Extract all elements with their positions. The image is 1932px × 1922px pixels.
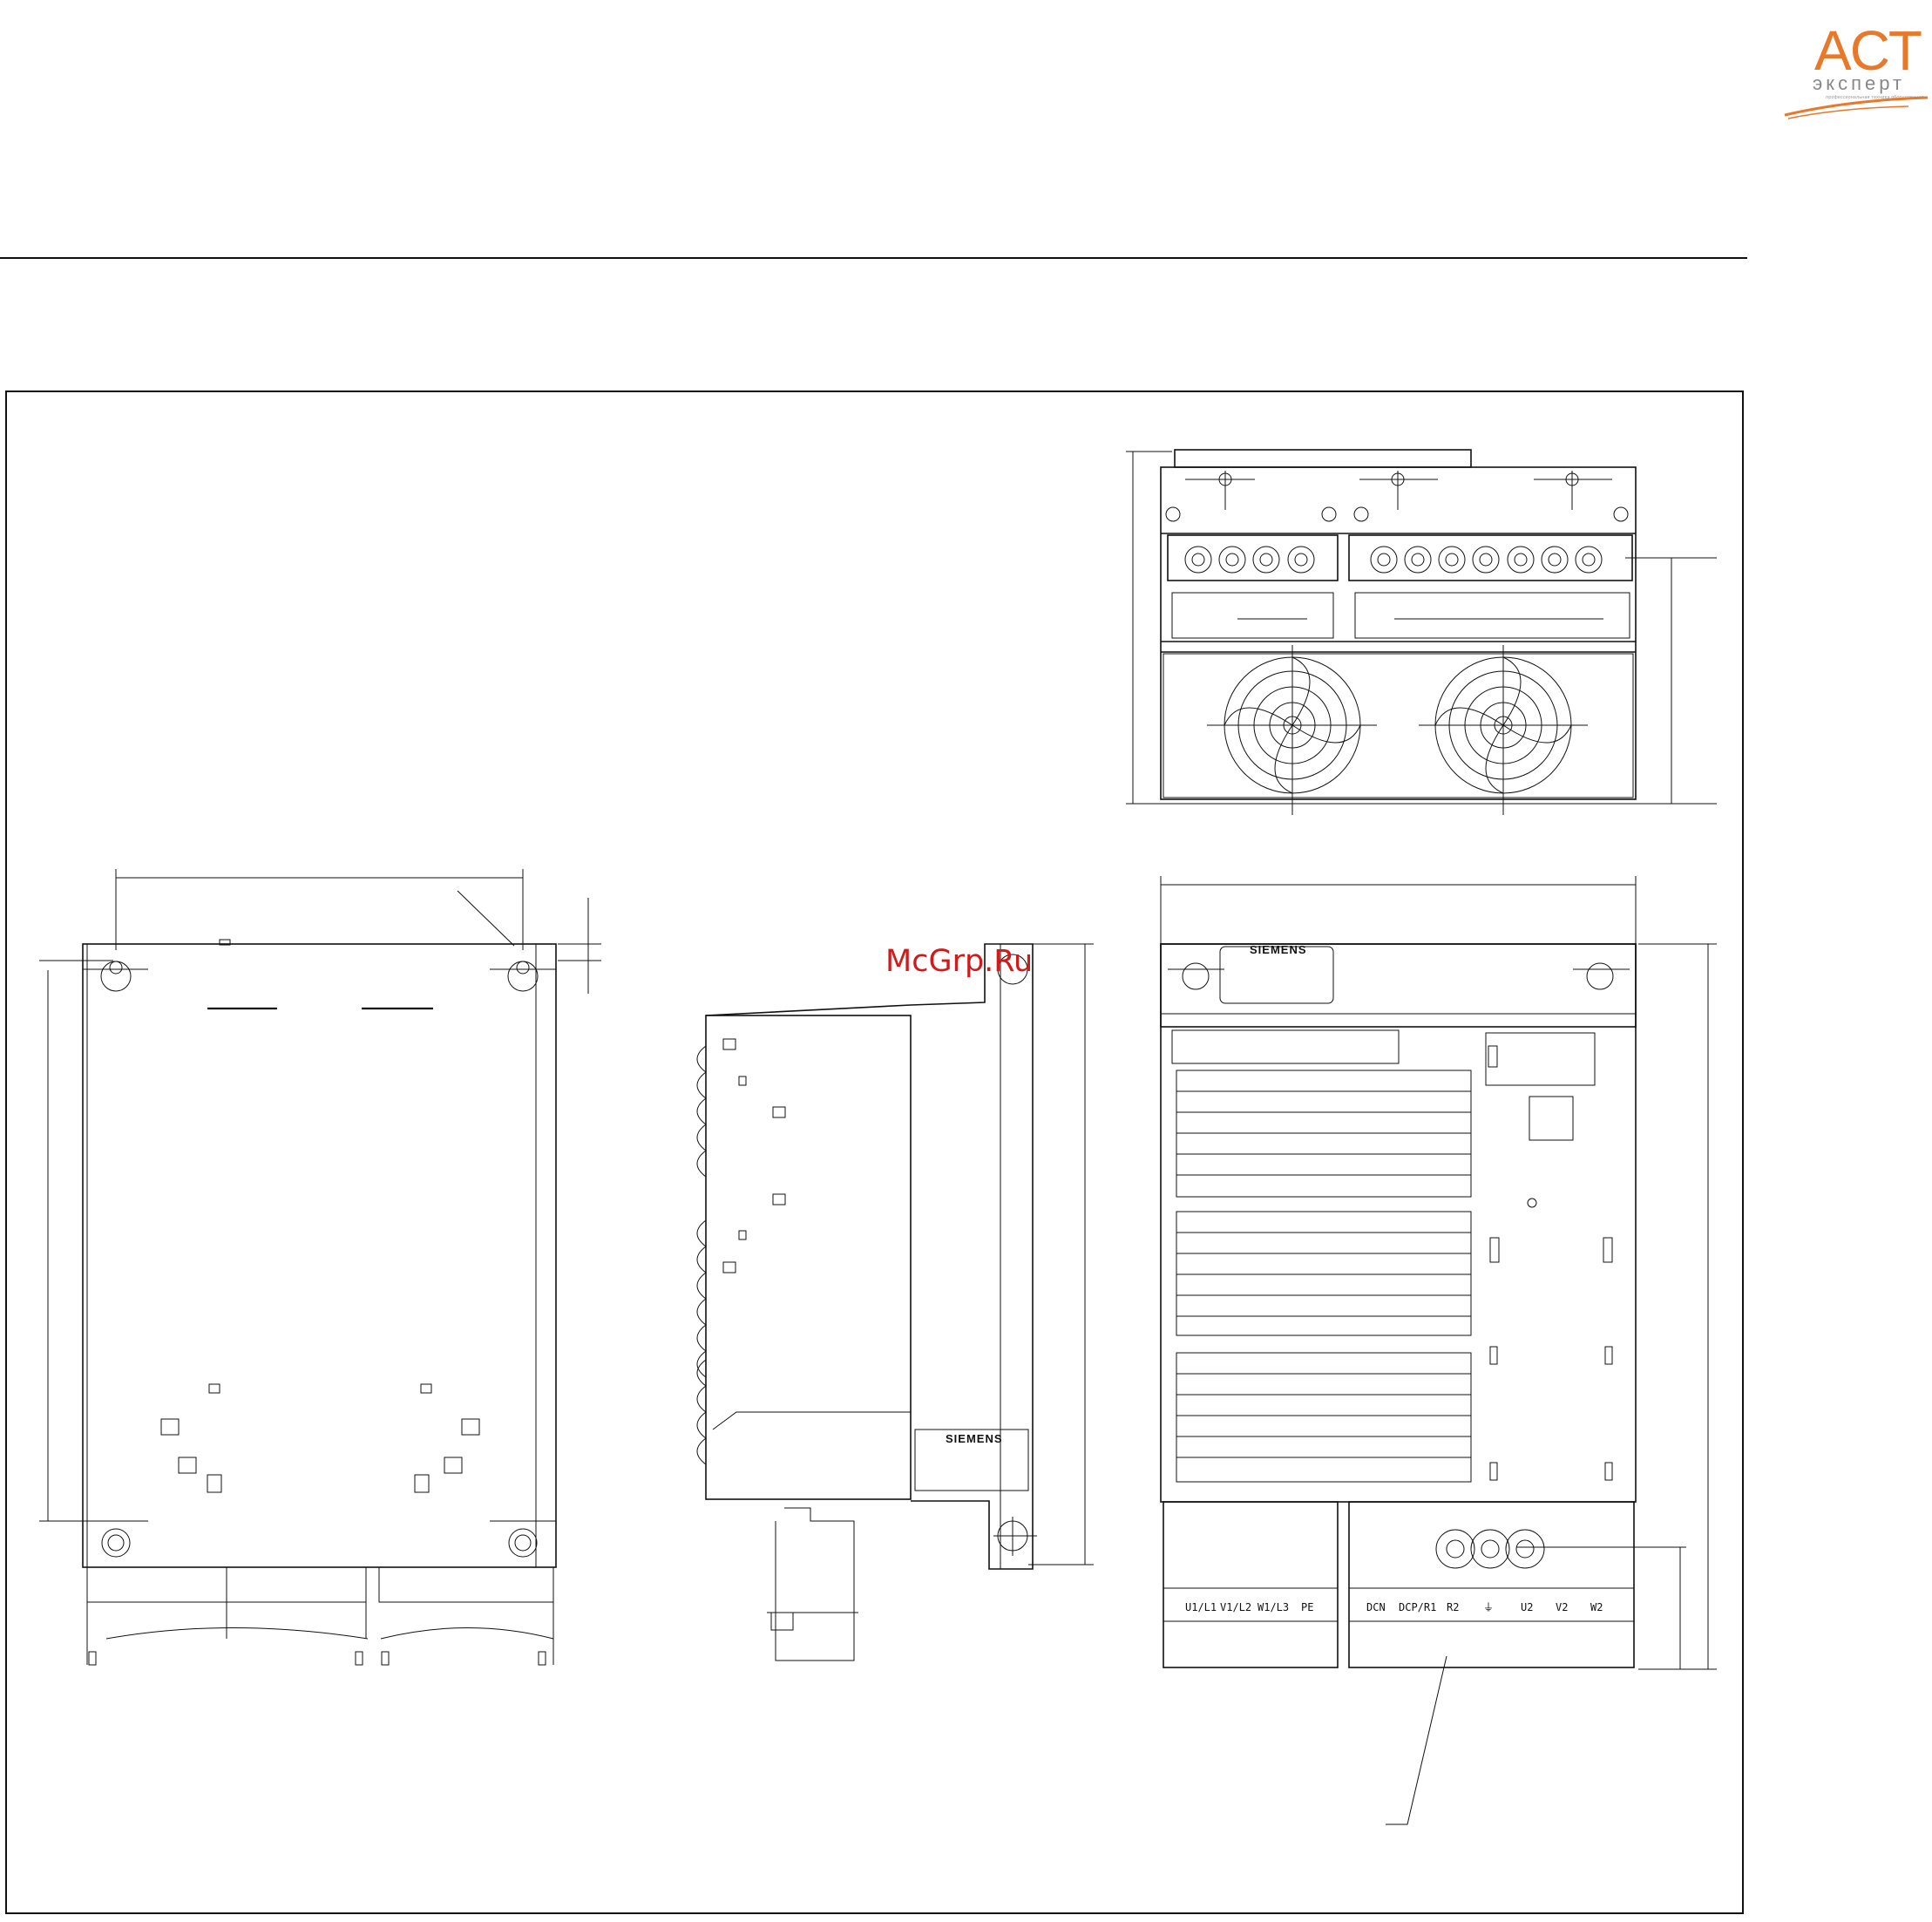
- terminal-label: U1/L1: [1185, 1601, 1217, 1613]
- terminal-label: DCN: [1366, 1601, 1386, 1613]
- terminal-label: W2: [1590, 1601, 1603, 1613]
- terminal-label: PE: [1301, 1601, 1313, 1613]
- terminal-label: U2: [1521, 1601, 1533, 1613]
- terminal-label: V2: [1556, 1601, 1568, 1613]
- terminal-label: DCP/R1: [1399, 1601, 1436, 1613]
- watermark: McGrp.Ru: [885, 944, 1033, 979]
- act-expert-logo: ACT эксперт профессиональная техника обо…: [1778, 17, 1930, 131]
- terminal-label: V1/L2: [1220, 1601, 1251, 1613]
- terminal-label: R2: [1447, 1601, 1459, 1613]
- terminal-label: ⏚: [1483, 1601, 1494, 1613]
- logo-sub-text: эксперт: [1813, 72, 1905, 94]
- terminal-label: W1/L3: [1257, 1601, 1289, 1613]
